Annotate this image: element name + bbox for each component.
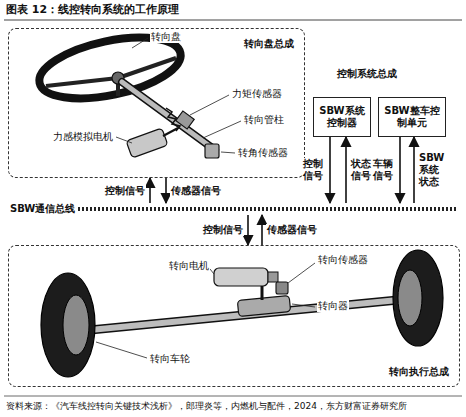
torque-sensor	[176, 111, 194, 129]
leader-line	[96, 342, 147, 358]
leader-line	[221, 152, 235, 153]
leader-line	[288, 263, 315, 283]
caption-rule	[4, 396, 462, 397]
controller-box: SBW系统控制器	[313, 97, 371, 137]
leader-line	[116, 137, 132, 143]
part-label: 转向传感器	[317, 254, 369, 266]
signal-arrow	[413, 137, 415, 203]
title-rule	[4, 20, 462, 21]
signal-arrow	[329, 137, 331, 203]
bus-band: SBW通信总线	[8, 203, 460, 215]
signal-arrow	[165, 178, 167, 203]
signal-label: 状态信号	[350, 158, 374, 182]
leader-line	[132, 38, 148, 48]
road-wheel	[41, 273, 95, 377]
steering-wheel	[34, 27, 186, 110]
wheel-rim	[63, 295, 89, 355]
signal-label: 传感器信号	[170, 185, 222, 197]
motor-end-cap	[268, 272, 278, 282]
node-text: SBW通信总线	[8, 203, 78, 215]
node-text: 转向盘总成	[244, 38, 294, 50]
part-label: 转角传感器	[237, 147, 289, 159]
steering-gear	[237, 296, 290, 317]
signal-arrow	[399, 137, 401, 203]
leader-line	[210, 269, 214, 274]
signal-label: 控制信号	[104, 185, 146, 197]
wheel-rim	[398, 270, 422, 326]
signal-label: 控制信号	[202, 224, 244, 236]
leader-line	[292, 304, 315, 307]
part-label: 转向电机	[168, 260, 210, 272]
signal-arrow	[149, 178, 151, 203]
assembly-region: 转向执行总成	[8, 245, 460, 387]
road-wheel	[393, 250, 443, 346]
node-text: SBW系统控制器	[317, 105, 367, 129]
node-text: SBW整车控制单元	[382, 105, 442, 129]
signal-arrow	[261, 215, 263, 245]
motor-shaft	[261, 286, 264, 300]
signal-label: 车辆信号	[372, 158, 396, 182]
leader-line	[190, 95, 229, 115]
part-label: 转向车轮	[149, 353, 191, 365]
node-text: 转向执行总成	[389, 366, 449, 378]
leader-line	[203, 121, 241, 138]
signal-arrow	[345, 137, 347, 203]
signal-label: 传感器信号	[266, 224, 318, 236]
part-label: 转向管柱	[243, 114, 285, 126]
controller-box: SBW整车控制单元	[378, 97, 446, 137]
motor-link	[163, 128, 178, 136]
part-label: 转向器	[317, 300, 349, 312]
angle-sensor	[205, 144, 219, 158]
part-label: 力矩传感器	[231, 88, 283, 100]
steering-motor	[214, 268, 268, 286]
wheel-spoke	[118, 58, 176, 78]
part-label: 力感模拟电机	[52, 131, 114, 143]
steering-sensor	[276, 282, 288, 294]
source-caption: 资料来源：《汽车线控转向关键技术浅析》，郎理炎等，内燃机与配件，2024，东方财…	[6, 400, 407, 412]
figure-title: 图表 12：线控转向系统的工作原理	[6, 3, 179, 17]
signal-label: SBW系统状态	[418, 152, 447, 188]
feel-motor	[126, 128, 168, 158]
part-label: 转向盘	[150, 31, 182, 43]
signal-arrow	[247, 215, 249, 245]
wheel-spoke	[46, 78, 118, 86]
part-label: 控制系统总成	[336, 68, 398, 80]
signal-label: 控制信号	[302, 158, 326, 182]
